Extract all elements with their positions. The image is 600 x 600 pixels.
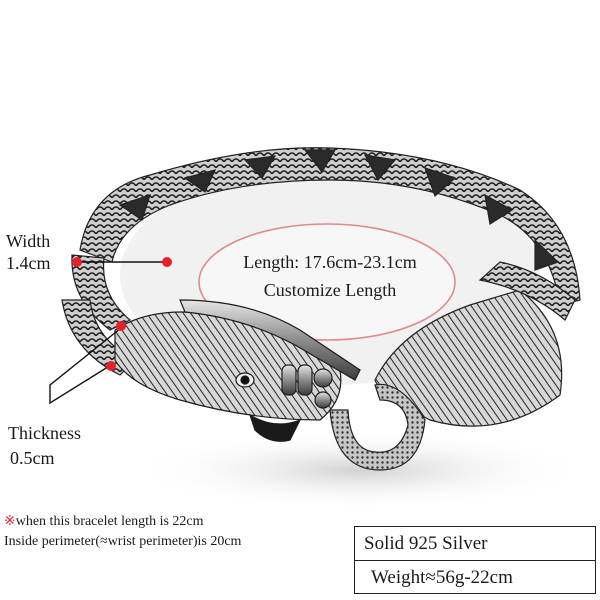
thickness-value: 0.5cm	[10, 448, 55, 468]
width-label: Width	[6, 231, 51, 251]
feather-tail	[374, 261, 576, 427]
customize-length: Customize Length	[263, 280, 397, 300]
material-spec: Solid 925 Silver	[364, 533, 488, 554]
weight-spec: Weight≈56g-22cm	[355, 560, 595, 593]
spec-box: Solid 925 Silver Weight≈56g-22cm	[354, 526, 596, 594]
length-range: Length: 17.6cm-23.1cm	[243, 252, 417, 272]
length-callout: Length: 17.6cm-23.1cm Customize Length	[200, 248, 460, 304]
note-line-1-text: when this bracelet length is 22cm	[15, 514, 204, 529]
reference-mark-icon: ※	[4, 514, 16, 529]
width-value: 1.4cm	[6, 253, 51, 273]
size-note: ※when this bracelet length is 22cm Insid…	[4, 512, 241, 552]
note-line-2: Inside perimeter(≈wrist perimeter)is 20c…	[4, 534, 242, 549]
thickness-label: Thickness	[8, 423, 81, 443]
dragon-head	[114, 299, 361, 442]
clasp-ring	[329, 383, 426, 471]
note-line-1: ※when this bracelet length is 22cm	[4, 512, 241, 532]
